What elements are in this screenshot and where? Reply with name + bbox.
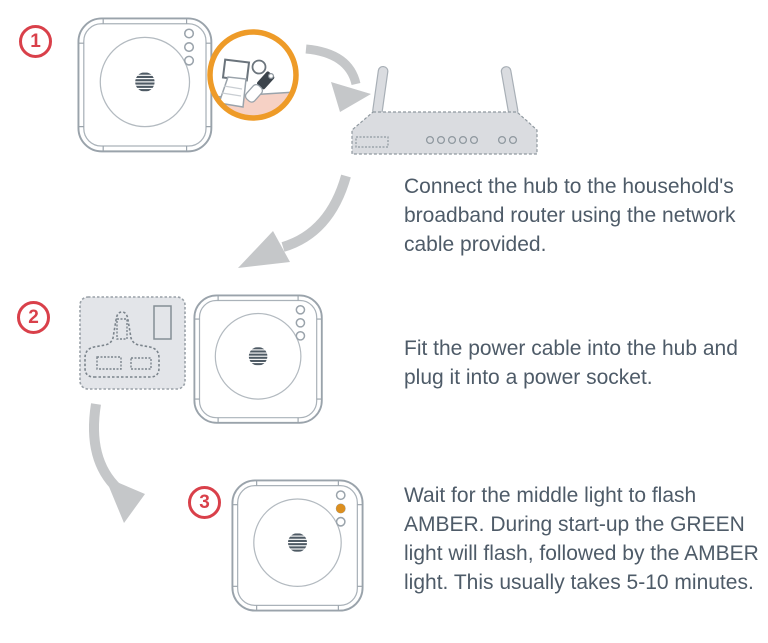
network-cable <box>218 76 247 108</box>
plug-outline <box>84 311 160 378</box>
hub-device-step1 <box>78 18 211 151</box>
router-antenna-right <box>500 66 519 116</box>
broadband-router <box>351 65 538 155</box>
arrow-hub-to-router <box>305 44 371 112</box>
hub-device-step2 <box>194 295 321 422</box>
hub-device-step3 <box>232 480 362 610</box>
router-body <box>351 111 538 155</box>
step-3-text: Wait for the middle light to flash AMBER… <box>404 484 759 594</box>
cable-ridges <box>221 85 243 97</box>
step-2-text: Fit the power cable into the hub and plu… <box>404 337 738 389</box>
router-leds <box>425 135 518 145</box>
callout-ring <box>207 29 299 121</box>
neutral-pin-slot <box>130 357 152 370</box>
arrow-step2-to-step3 <box>89 403 145 523</box>
power-jack <box>251 59 267 75</box>
step-3-number: 3 <box>199 491 210 513</box>
step-1-badge: 1 <box>19 25 52 58</box>
router-slot <box>355 136 389 148</box>
reset-hole <box>268 72 275 79</box>
step-3-badge: 3 <box>188 486 221 519</box>
step-1-number: 1 <box>30 30 41 52</box>
step-1-text: Connect the hub to the household's broad… <box>404 175 736 256</box>
uk-power-socket <box>79 296 186 390</box>
amber-led <box>336 503 346 514</box>
live-pin-slot <box>96 356 122 370</box>
router-antenna-left <box>372 65 389 116</box>
earth-pin-slot <box>116 318 128 340</box>
step-2-badge: 2 <box>17 301 50 334</box>
socket-plate <box>79 296 186 390</box>
arrow-router-to-step2 <box>238 174 351 268</box>
step-2-number: 2 <box>28 306 39 328</box>
network-cable-callout <box>207 29 299 121</box>
socket-switch <box>153 305 172 340</box>
